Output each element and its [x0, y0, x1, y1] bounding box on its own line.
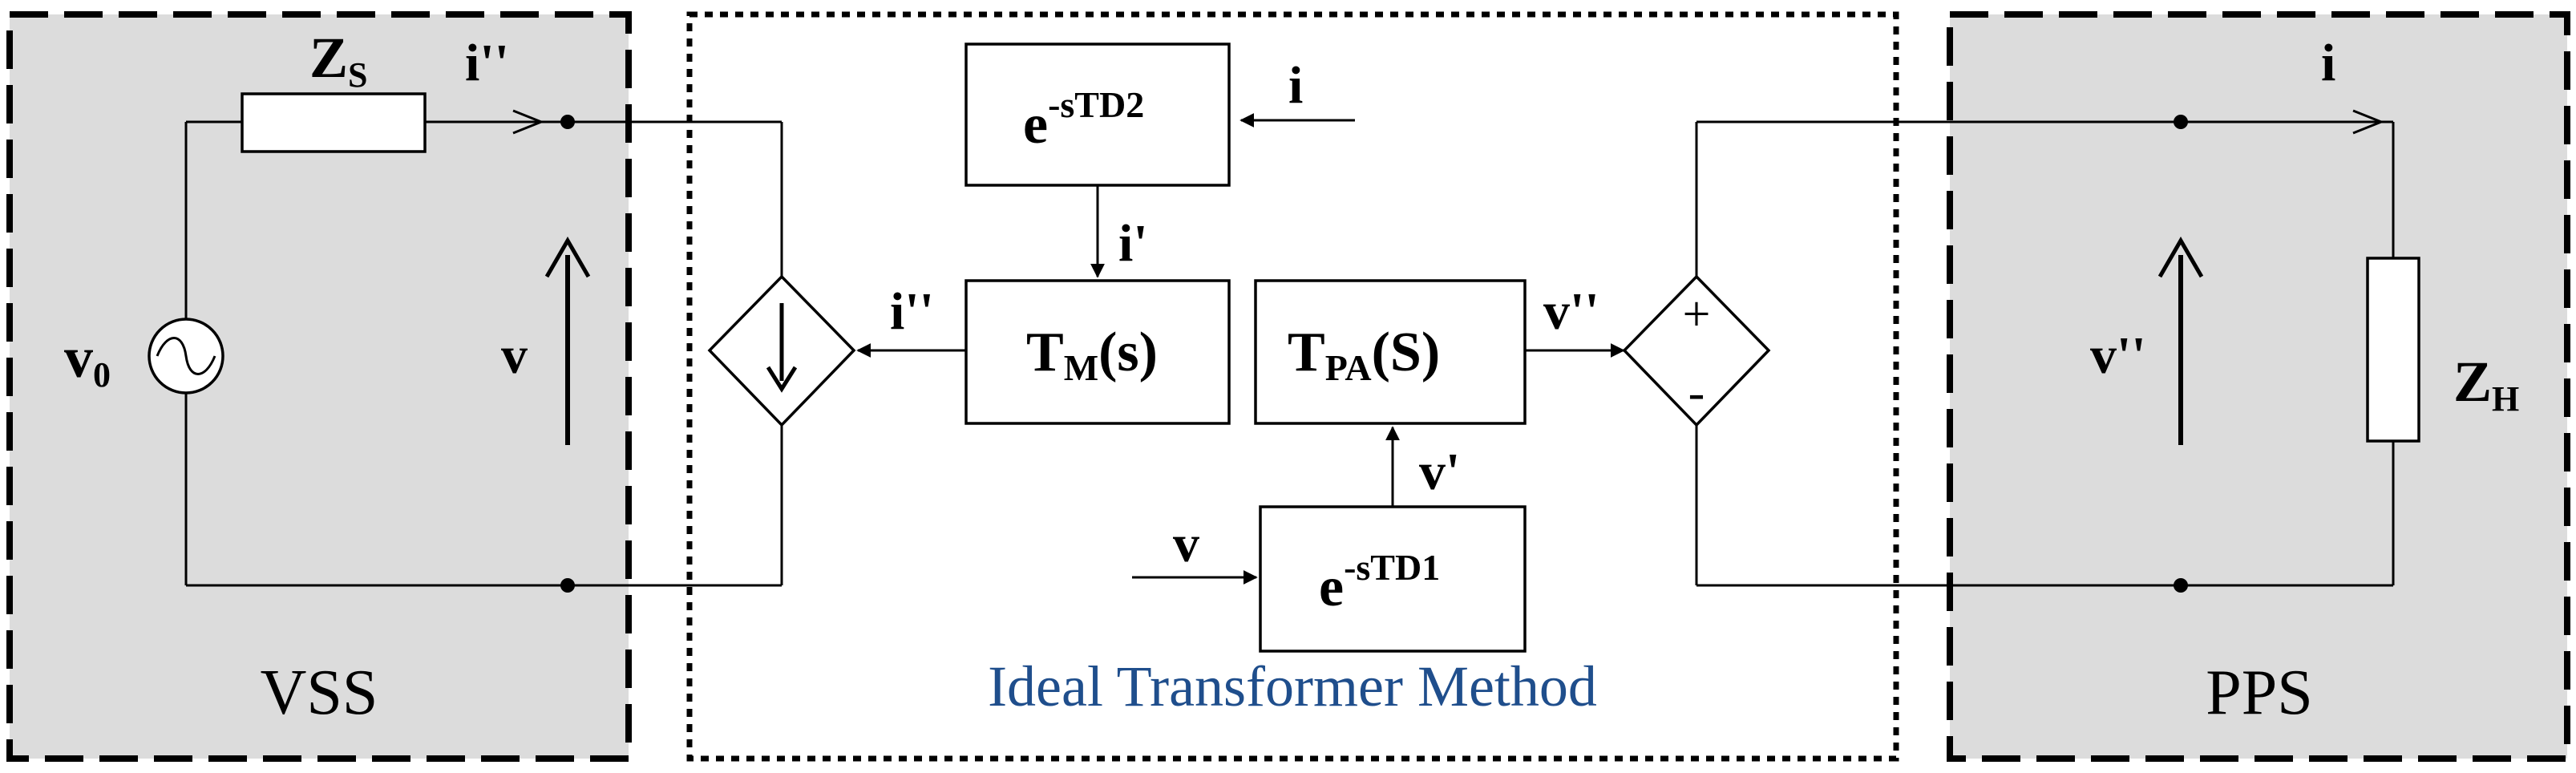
node-dot [560, 115, 575, 129]
i-prime-label: i' [1118, 214, 1148, 273]
pps-v-dprime-label: v'' [2090, 326, 2146, 385]
v-dprime-label: v'' [1543, 282, 1599, 341]
tm-block [964, 279, 1231, 425]
zs-label: ZS [309, 26, 368, 95]
delay1-block [1259, 505, 1527, 653]
pps-circuit [1696, 109, 2420, 593]
vss-v-label: v [501, 326, 528, 385]
i-flow-arrow [2352, 109, 2385, 135]
plus-sign: + [1683, 287, 1711, 342]
zh-label: ZH [2453, 350, 2519, 419]
vss-border [6, 11, 632, 762]
delay1-label: e-sTD1 [1319, 547, 1440, 618]
node-dot [2174, 578, 2188, 593]
zh-resistor [2366, 257, 2420, 443]
minus-sign: - [1688, 366, 1705, 420]
dependent-current-source [707, 122, 856, 585]
v-arrowhead [544, 237, 591, 278]
node-dot [2174, 115, 2188, 129]
v-input-label: v [1173, 515, 1199, 573]
i-dprime-flow-arrow [512, 109, 545, 135]
tpa-label: TPA(S) [1288, 322, 1440, 388]
itm-label: Ideal Transformer Method [988, 654, 1597, 718]
pps-region [1950, 14, 2567, 759]
vss-label: VSS [261, 658, 378, 728]
v-prime-label: v' [1419, 443, 1460, 501]
tm-label: TM(s) [1026, 322, 1158, 388]
pps-border [1947, 11, 2570, 762]
delay2-block [964, 42, 1231, 187]
vss-i-dprime-label: i'' [465, 34, 509, 92]
dependent-voltage-source [1622, 122, 1771, 585]
vss-circuit [148, 92, 782, 593]
v0-label: v0 [64, 326, 111, 395]
i-dprime-label: i'' [890, 282, 934, 341]
node-dot [560, 578, 575, 593]
zs-resistor [241, 92, 427, 153]
tpa-block [1254, 279, 1527, 425]
delay2-label: e-sTD2 [1023, 84, 1144, 156]
i-input-label: i [1288, 56, 1303, 115]
pps-label: PPS [2206, 658, 2312, 728]
sine-icon [156, 337, 216, 375]
pps-i-label: i [2321, 34, 2335, 92]
